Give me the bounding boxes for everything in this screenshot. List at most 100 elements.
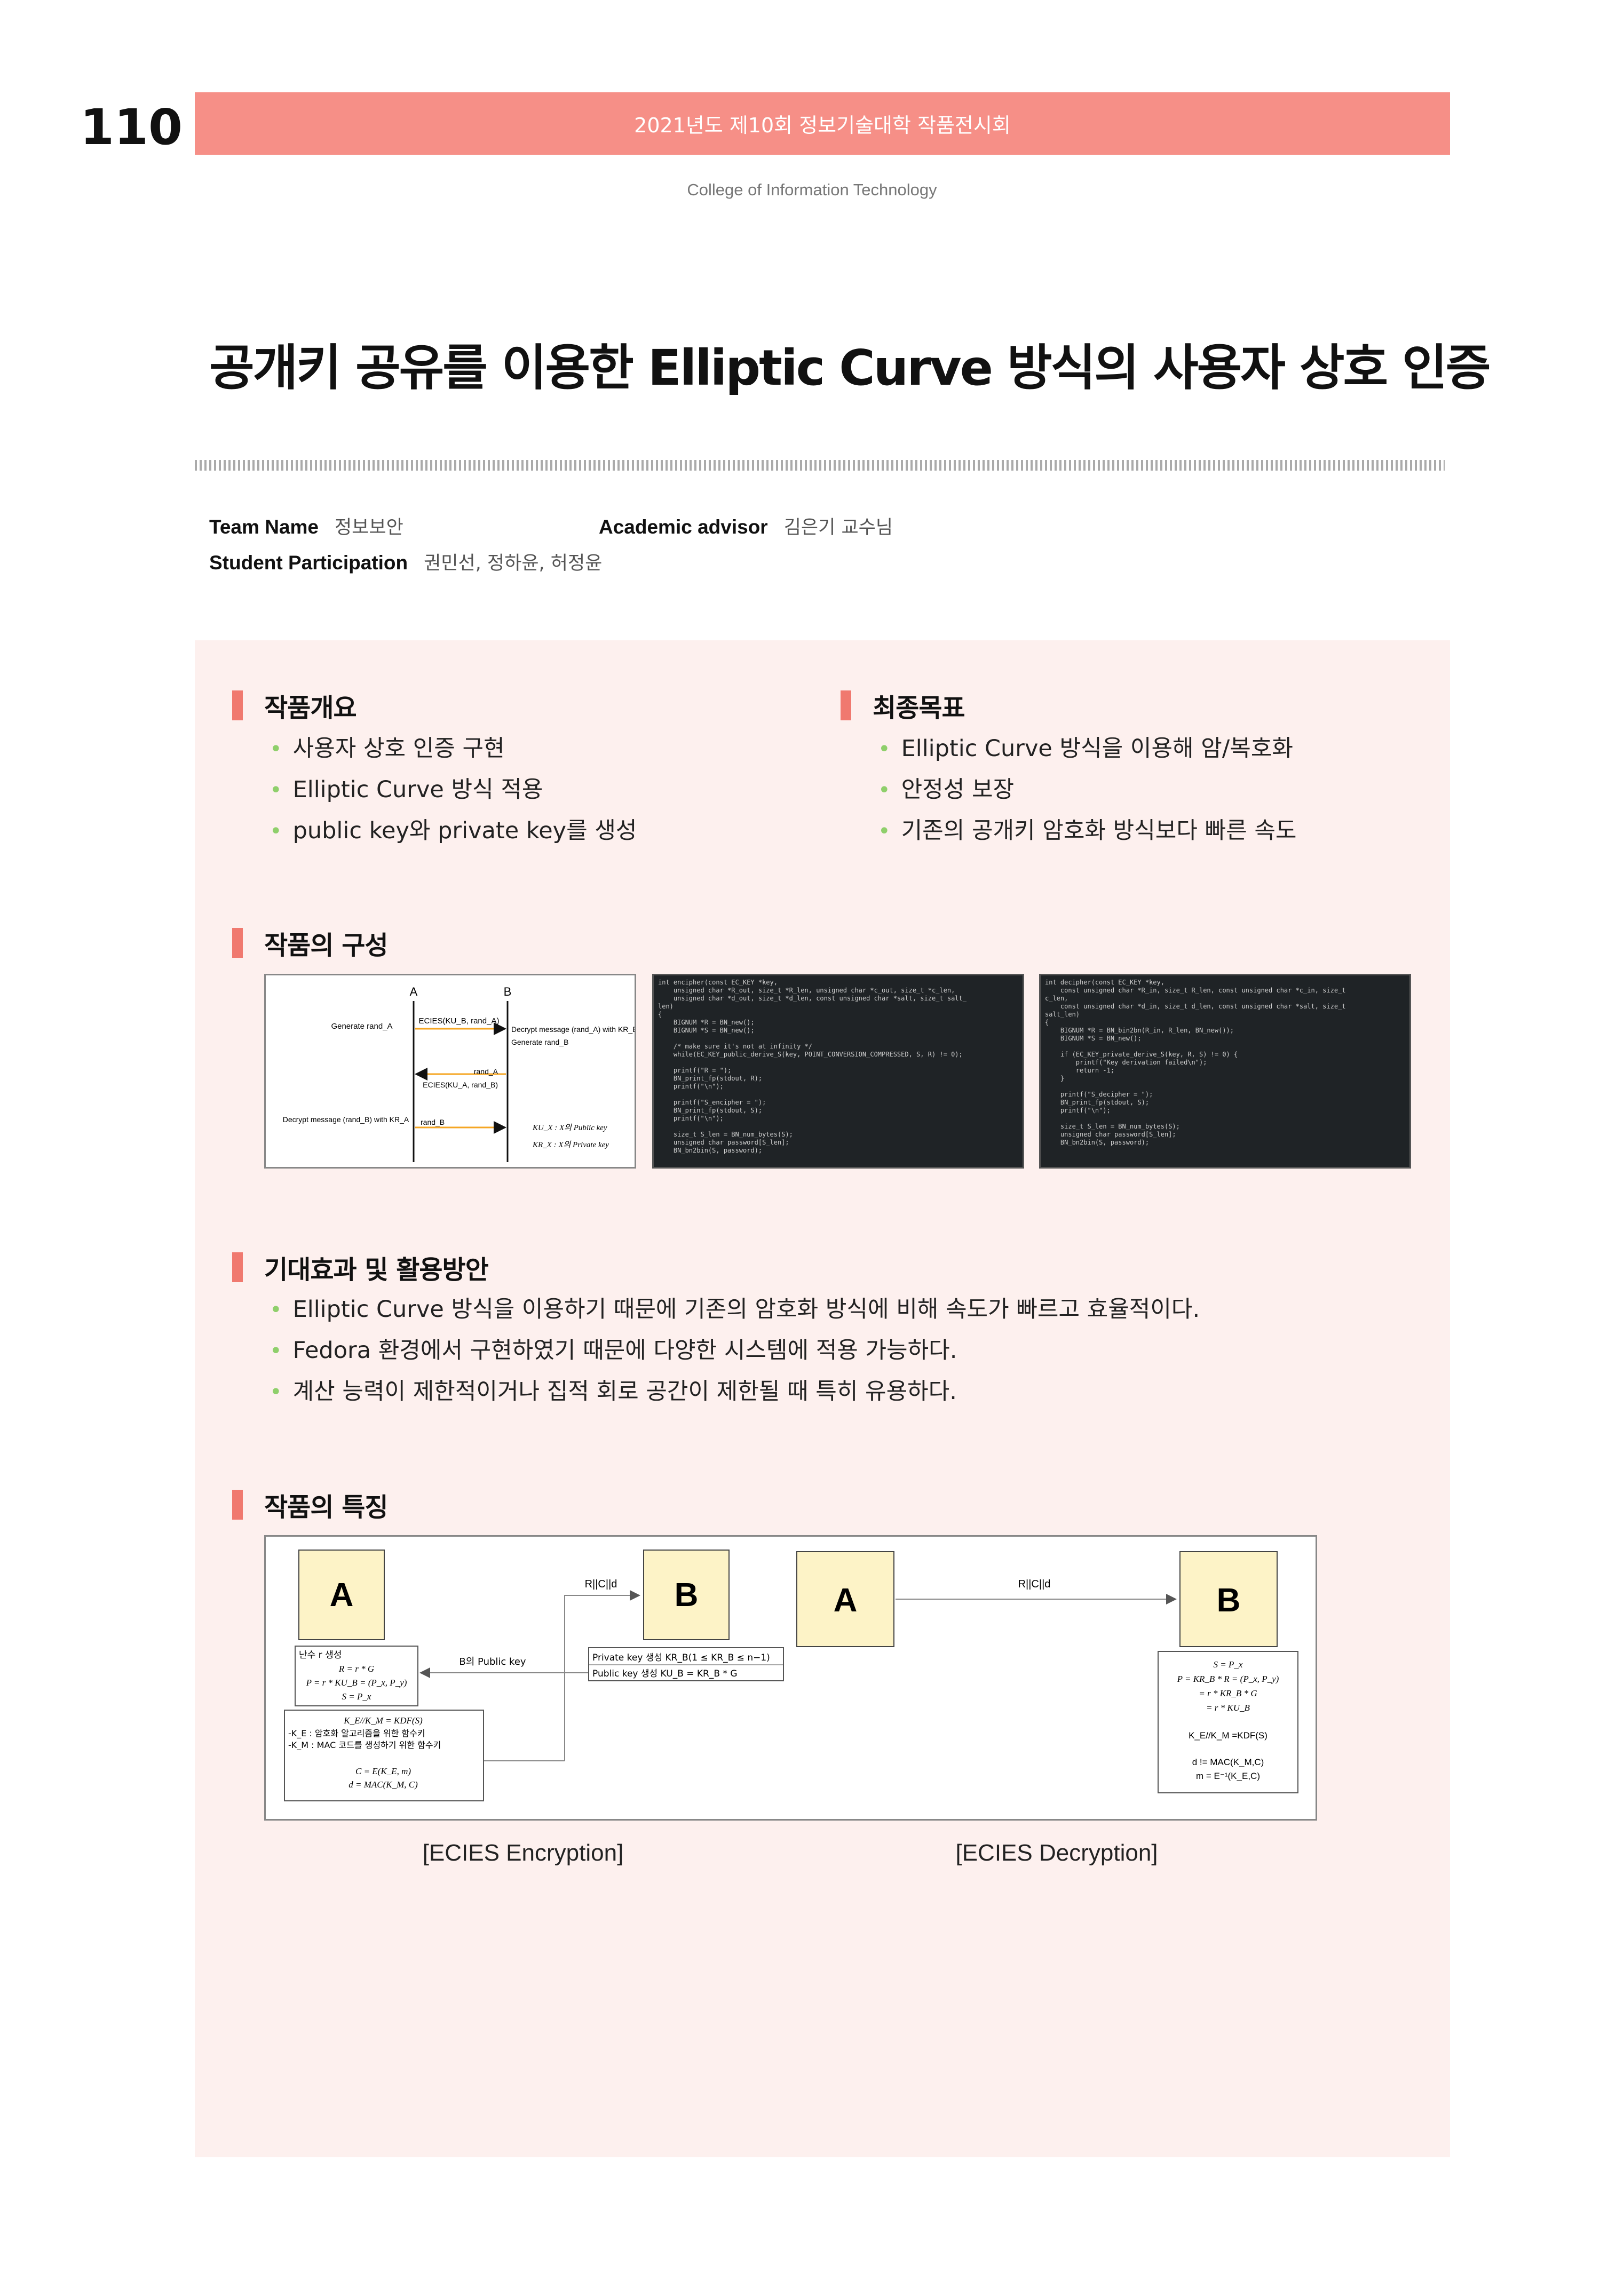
enc-gen-line2: R = r * G	[338, 1664, 374, 1674]
seq-msg3: rand_B	[421, 1118, 445, 1126]
goal-heading: 최종목표	[841, 687, 965, 724]
list-item: •Fedora 환경에서 구현하였기 때문에 다양한 시스템에 적용 가능하다.	[270, 1330, 1200, 1371]
seq-right1a: Decrypt message (rand_A) with KR_B	[511, 1025, 635, 1034]
enc-box-a	[298, 1550, 385, 1640]
bullet-icon: •	[270, 1298, 282, 1322]
students-row: Student Participation 권민선, 정하윤, 허정윤	[209, 548, 602, 575]
bullet-icon: •	[270, 778, 282, 803]
dec-line1: S = P_x	[1214, 1659, 1243, 1670]
encipher-code: int encipher(const EC_KEY *key, unsigned…	[652, 974, 1024, 1169]
enc-kdf-line1: K_E//K_M = KDF(S)	[343, 1715, 423, 1726]
list-item-text: Elliptic Curve 방식을 이용하기 때문에 기존의 암호화 방식에 …	[292, 1296, 1200, 1323]
features-heading-text: 작품의 특징	[264, 1492, 389, 1522]
effects-heading: 기대효과 및 활용방안	[232, 1249, 489, 1286]
dec-arrow-label: R||C||d	[1018, 1578, 1051, 1590]
students-value: 권민선, 정하윤, 허정윤	[424, 553, 603, 574]
bullet-icon: •	[270, 737, 282, 761]
b-key-line1: Private key 생성 KR_B(1 ≤ KR_B ≤ n−1)	[592, 1653, 770, 1663]
overview-heading: 작품개요	[232, 687, 357, 724]
enc-box-b	[643, 1550, 730, 1640]
seq-legend2: KR_X : X의 Private key	[532, 1140, 609, 1149]
list-item: • 기존의 공개키 암호화 방식보다 빠른 속도	[878, 811, 1296, 852]
list-item: • public key와 private key를 생성	[270, 811, 637, 852]
page-number: 110	[80, 99, 183, 156]
col-a-label: A	[410, 985, 418, 998]
enc-gen-line1: 난수 r 생성	[299, 1650, 342, 1661]
enc-box-a-label: A	[330, 1577, 354, 1614]
decipher-code-text: int decipher(const EC_KEY *key, const un…	[1045, 979, 1346, 1146]
dec-line2: P = KR_B * R = (P_x, P_y)	[1177, 1674, 1279, 1684]
enc-gen-line4: S = P_x	[342, 1691, 371, 1702]
enc-kdf-line5: d = MAC(K_M, C)	[348, 1779, 418, 1790]
effects-heading-text: 기대효과 및 활용방안	[264, 1255, 489, 1285]
overview-heading-text: 작품개요	[264, 693, 357, 723]
ecies-diagram-svg: A B R||C||d 난수 r 생성 R = r * G P = r * KU…	[284, 1550, 1298, 1801]
goal-heading-text: 최종목표	[873, 693, 965, 723]
heading-bar	[232, 690, 243, 720]
page-title: 공개키 공유를 이용한 Elliptic Curve 방식의 사용자 상호 인증	[209, 339, 1491, 396]
effects-list: • Elliptic Curve 방식을 이용하기 때문에 기존의 암호화 방식에…	[270, 1289, 1200, 1412]
overview-list: • 사용자 상호 인증 구현 •Elliptic Curve 방식 적용 • pub…	[270, 728, 637, 852]
caption-decryption: [ECIES Decryption]	[955, 1840, 1158, 1866]
list-item-text: 계산 능력이 제한적이거나 집적 회로 공간이 제한될 때 특히 유용하다.	[292, 1378, 957, 1405]
composition-heading-text: 작품의 구성	[264, 931, 389, 960]
encipher-code-text: int encipher(const EC_KEY *key, unsigned…	[658, 979, 967, 1154]
heading-bar	[232, 1252, 243, 1282]
dec-box-b-label: B	[1217, 1582, 1241, 1619]
public-key-label: B의 Public key	[459, 1656, 526, 1667]
content-panel	[195, 640, 1450, 2157]
banner-text: 2021년도 제10회 정보기술대학 작품전시회	[634, 114, 1011, 137]
dec-box-a-label: A	[834, 1582, 858, 1619]
bullet-icon: •	[270, 819, 282, 844]
heading-bar	[232, 928, 243, 958]
composition-heading: 작품의 구성	[232, 924, 389, 962]
list-item-text: 기존의 공개키 암호화 방식보다 빠른 속도	[901, 817, 1297, 844]
advisor-value: 김은기 교수님	[783, 517, 893, 538]
seq-msg2a: rand_A	[474, 1067, 498, 1076]
list-item-text: 사용자 상호 인증 구현	[292, 735, 505, 762]
enc-arrow-label: R||C||d	[585, 1578, 617, 1590]
seq-msg2b: ECIES(KU_A, rand_B)	[423, 1081, 498, 1089]
list-item: •Elliptic Curve 방식 적용	[270, 769, 637, 811]
decipher-code: int decipher(const EC_KEY *key, const un…	[1039, 974, 1411, 1169]
heading-bar	[232, 1490, 243, 1520]
heading-bar	[841, 690, 851, 720]
list-item-text: Fedora 환경에서 구현하였기 때문에 다양한 시스템에 적용 가능하다.	[292, 1337, 957, 1364]
dotted-divider	[195, 460, 1445, 471]
enc-gen-line3: P = r * KU_B = (P_x, P_y)	[306, 1678, 407, 1688]
team-name-value: 정보보안	[334, 517, 403, 538]
sequence-diagram-svg: A B Generate rand_A ECIES(KU_B, rand_A) …	[283, 985, 635, 1162]
dec-box-b	[1179, 1551, 1278, 1647]
top-banner: 2021년도 제10회 정보기술대학 작품전시회	[195, 92, 1450, 155]
seq-left1: Generate rand_A	[331, 1022, 392, 1031]
list-item: • 계산 능력이 제한적이거나 집적 회로 공간이 제한될 때 특히 유용하다.	[270, 1371, 1200, 1412]
dec-line6: d != MAC(K_M,C)	[1192, 1757, 1264, 1767]
b-key-line2: Public key 생성 KU_B = KR_B * G	[592, 1669, 738, 1679]
seq-msg1: ECIES(KU_B, rand_A)	[419, 1016, 500, 1026]
college-name: College of Information Technology	[687, 180, 937, 199]
enc-kdf-line4: C = E(K_E, m)	[355, 1766, 411, 1776]
bullet-icon: •	[878, 819, 891, 844]
enc-send-arrow	[564, 1590, 640, 1761]
bullet-icon: •	[270, 1380, 282, 1404]
bullet-icon: •	[878, 737, 891, 761]
dec-box-a	[796, 1551, 894, 1647]
ecies-diagram: A B R||C||d 난수 r 생성 R = r * G P = r * KU…	[264, 1535, 1317, 1821]
dec-line7: m = E⁻¹(K_E,C)	[1196, 1771, 1260, 1781]
enc-gen-box	[295, 1646, 418, 1706]
list-item: • 사용자 상호 인증 구현	[270, 728, 637, 769]
list-item-text: public key와 private key를 생성	[292, 817, 637, 844]
goal-list: •Elliptic Curve 방식을 이용해 암/복호화 •안정성 보장 •기…	[878, 728, 1296, 852]
enc-kdf-box	[284, 1710, 484, 1801]
col-b-label: B	[504, 985, 512, 998]
b-key-box	[588, 1647, 784, 1681]
students-label: Student Participation	[209, 552, 408, 574]
sequence-diagram: A B Generate rand_A ECIES(KU_B, rand_A) …	[264, 974, 636, 1169]
seq-right1b: Generate rand_B	[511, 1038, 568, 1046]
enc-kdf-line2: -K_E : 암호화 알고리즘을 위한 함수키	[288, 1728, 425, 1739]
bullet-icon: •	[878, 778, 891, 803]
dec-line4: = r * KU_B	[1206, 1703, 1250, 1713]
list-item: • Elliptic Curve 방식을 이용하기 때문에 기존의 암호화 방식에…	[270, 1289, 1200, 1330]
